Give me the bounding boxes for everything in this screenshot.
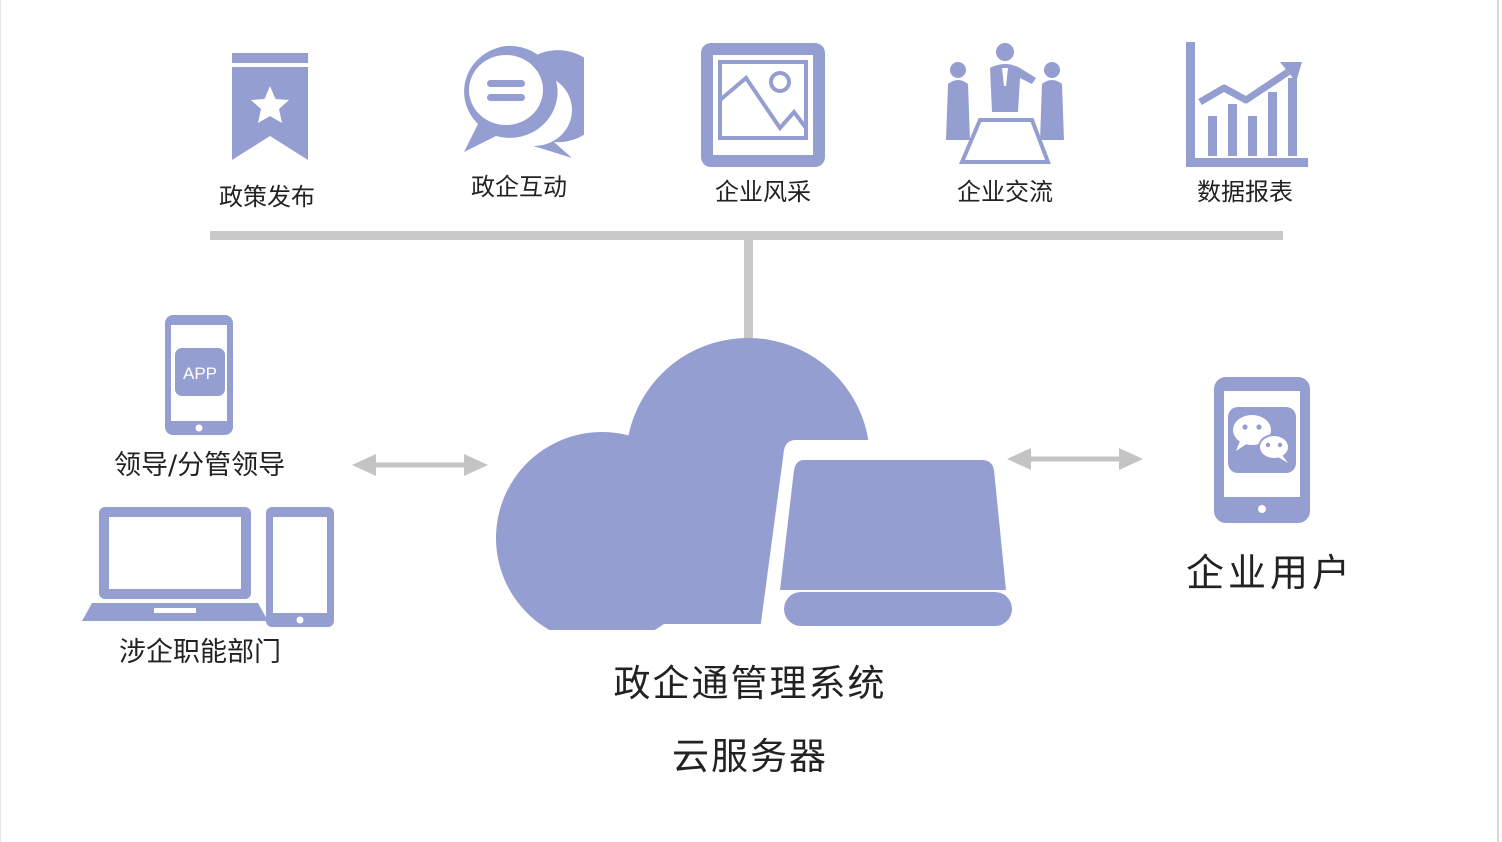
app-badge-text: APP [183,364,217,383]
bookmark-star-icon [232,53,308,160]
enterprise-user-label: 企业用户 [1186,551,1355,595]
feature-bus-line [210,231,1283,240]
feature-data-reports[interactable]: 数据报表 [1155,40,1335,207]
mobile-app-icon: APP [165,315,233,435]
feature-label: 数据报表 [1197,178,1293,206]
laptop-phone-icon [82,507,334,627]
meeting-people-icon [946,43,1064,164]
leader-label: 领导/分管领导 [114,450,286,481]
server-type-label: 云服务器 [672,735,828,778]
server-connector-line [744,240,753,340]
cloud-server-icon [496,338,1012,630]
server-system-name: 政企通管理系统 [613,662,887,705]
feature-label: 政策发布 [219,183,315,211]
double-arrow-right-icon [1007,448,1143,470]
right-edge-line [1497,0,1499,842]
feature-gov-enterprise-interaction[interactable]: 政企互动 [429,40,609,202]
feature-label: 企业风采 [715,178,811,206]
department-label: 涉企职能部门 [119,637,281,668]
wechat-phone-icon [1214,377,1310,523]
feature-label: 政企互动 [471,173,567,201]
image-frame-icon [701,43,825,167]
chat-bubbles-icon [464,45,584,158]
feature-policy-release[interactable]: 政策发布 [177,50,357,212]
double-arrow-left-icon [352,454,488,476]
feature-label: 企业交流 [957,178,1053,206]
bar-chart-icon [1186,42,1308,167]
feature-enterprise-showcase[interactable]: 企业风采 [673,40,853,207]
feature-enterprise-exchange[interactable]: 企业交流 [915,40,1095,207]
left-edge-line [0,0,1,842]
